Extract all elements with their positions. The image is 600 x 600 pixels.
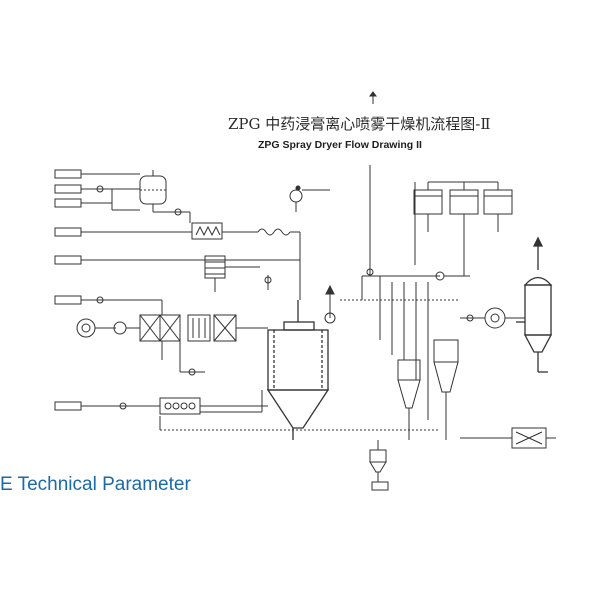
- inlet-label-boxes: [54, 169, 82, 411]
- diagram-title-english: ZPG Spray Dryer Flow Drawing II: [258, 139, 422, 151]
- filter-unit: [204, 255, 272, 292]
- air-inlet-heater-bank: [76, 300, 268, 376]
- bottom-heater-coil: [159, 390, 440, 431]
- cyclone-separator-2: [433, 339, 459, 440]
- product-collector: [369, 440, 389, 491]
- section-heading-technical-parameter: E Technical Parameter: [0, 474, 191, 495]
- exhaust-fan-top: [289, 185, 330, 212]
- spray-drying-chamber: [266, 300, 330, 440]
- exhaust-vent-up: [324, 284, 336, 324]
- dust-collector-unit: [460, 427, 556, 449]
- inlet-feed-lines: [81, 173, 300, 410]
- feed-tank: [139, 170, 190, 216]
- scrubber-fan: [460, 307, 525, 329]
- process-piping: [340, 165, 470, 420]
- top-marker-arrow: [369, 91, 377, 104]
- diagram-title-chinese: ZPG 中药浸膏离心喷雾干燥机流程图-Ⅱ: [228, 115, 491, 133]
- heat-exchanger: [189, 212, 301, 300]
- scrubber-tower: [516, 236, 553, 373]
- cyclone-separator-1: [397, 359, 421, 440]
- storage-tanks: [413, 181, 513, 276]
